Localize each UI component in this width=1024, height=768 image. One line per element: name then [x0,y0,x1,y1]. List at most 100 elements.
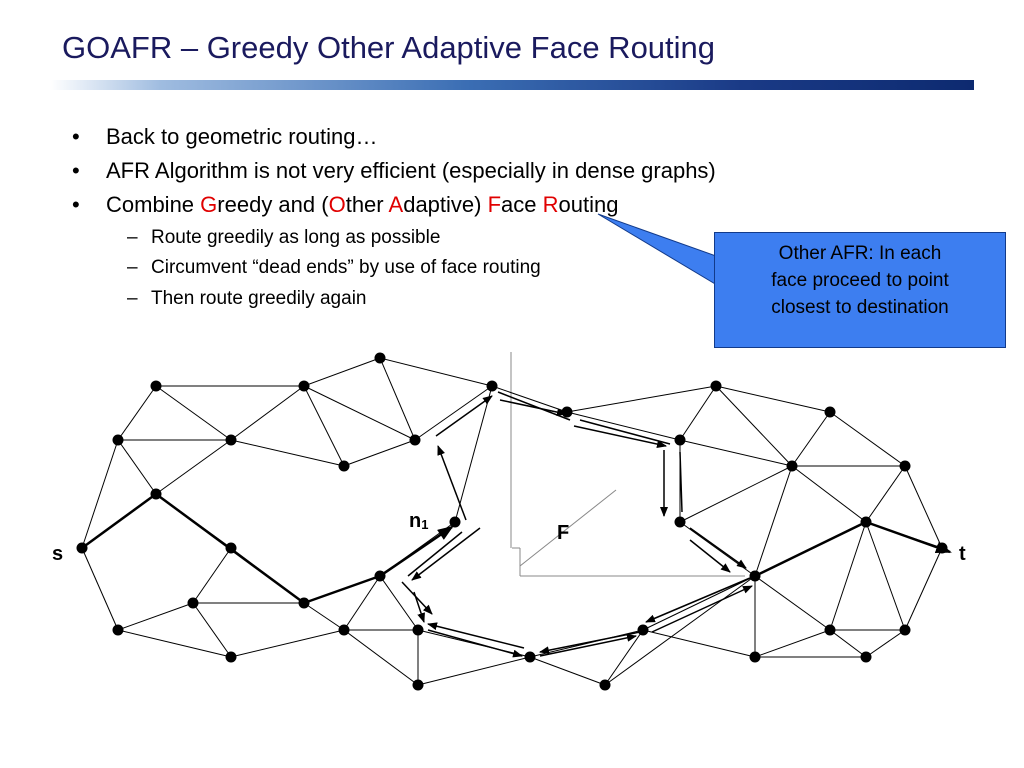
route-arrow [689,539,731,573]
graph-edges [81,357,943,686]
graph-node [412,624,424,636]
node-subscript: 1 [421,517,428,532]
graph-edge [865,629,906,658]
route-arrow [379,525,454,578]
route-arrow [437,445,467,521]
graph-edge [491,385,568,413]
combine-part: daptive) [403,192,488,217]
route-arrow [413,591,425,623]
graph-edge [791,465,867,523]
route-arrow [411,527,481,581]
graph-edge [379,575,419,631]
route-segment [679,451,683,513]
graph-edge [715,385,831,413]
title-underline-bar [50,80,974,90]
callout-box: Other AFR: In each face proceed to point… [714,232,1006,348]
graph-node [860,651,872,663]
graph-edge [81,439,119,549]
graph-node [710,380,722,392]
combine-part: ace [501,192,543,217]
graph-edge [192,602,232,658]
graph-node [674,434,686,446]
graph-node [298,380,310,392]
graph-node [599,679,611,691]
graph-node [674,516,686,528]
graph-node [824,406,836,418]
graph-edge [566,411,681,441]
graph-edge [379,357,416,441]
route-segment [497,391,571,421]
face-boundary [510,352,745,577]
graph-node [899,624,911,636]
graph-node [486,380,498,392]
graph-edge [303,357,381,387]
source-node [76,542,88,554]
subbullet-3: – Then route greedily again [127,288,366,310]
subbullet-2: – Circumvent “dead ends” by use of face … [127,257,541,279]
face-route-arrows [379,391,952,658]
graph-edge [904,547,943,631]
graph-edge [117,602,194,631]
graph-edge [754,575,831,631]
route-arrow [401,581,433,615]
graph-edge [230,439,345,467]
combine-part: outing [558,192,619,217]
route-segment [579,419,671,445]
graph-node [786,460,798,472]
graph-node [860,516,872,528]
graph-node [637,624,649,636]
combine-letter-a: A [388,192,404,217]
route-arrow [539,631,641,655]
graph-node [409,434,421,446]
combine-letter-o: O [328,192,346,217]
combine-part: reedy and ( [217,192,329,217]
graph-edge [117,629,232,658]
combine-letter-g: G [200,192,218,217]
subbullet-1: – Route greedily as long as possible [127,227,440,249]
combine-letter-r: R [542,192,559,217]
source-label: s [52,543,63,565]
route-arrow [865,520,952,554]
route-arrow [651,585,753,633]
route-arrow [645,577,751,623]
bullet-text: Back to geometric routing… [106,124,378,149]
graph-edge [117,439,157,495]
route-arrow [539,633,637,657]
callout-line: Other AFR: In each [778,243,942,264]
graph-node [824,624,836,636]
target-node [936,542,948,554]
graph-edge [303,385,416,441]
graph-edge [414,385,493,441]
graph-node [225,651,237,663]
slide-title: GOAFR – Greedy Other Adaptive Face Routi… [62,30,716,65]
route-arrow [499,399,567,417]
graph-edge [829,521,867,631]
bullet-3: • Combine Greedy and (Other Adaptive) Fa… [72,192,619,218]
bullet-text: AFR Algorithm is not very efficient (esp… [106,158,716,183]
graph-node [112,434,124,446]
bullet-1: • Back to geometric routing… [72,124,378,150]
graph-edge [230,629,345,658]
combine-part: ther [345,192,389,217]
graph-edge [343,439,416,467]
graph-edge [303,602,345,631]
graph-edge [865,465,906,523]
graph-edge [117,385,157,441]
combine-part: Combine [106,192,201,217]
bullet-mark: • [72,192,80,217]
graph-edge [155,439,232,495]
graph-edge [379,357,493,387]
route-segment [407,531,463,577]
graph-edge [679,385,717,441]
graph-edge [566,385,717,413]
graph-node [561,406,573,418]
graph-node [749,651,761,663]
graph-edge [642,629,756,658]
greedy-path [81,492,867,605]
combine-letter-f: F [487,192,502,217]
graph-edge [754,629,831,658]
graph-edge [343,629,419,686]
graph-edge [642,575,756,631]
graph-node [749,570,761,582]
bullet-2: • AFR Algorithm is not very efficient (e… [72,158,716,184]
